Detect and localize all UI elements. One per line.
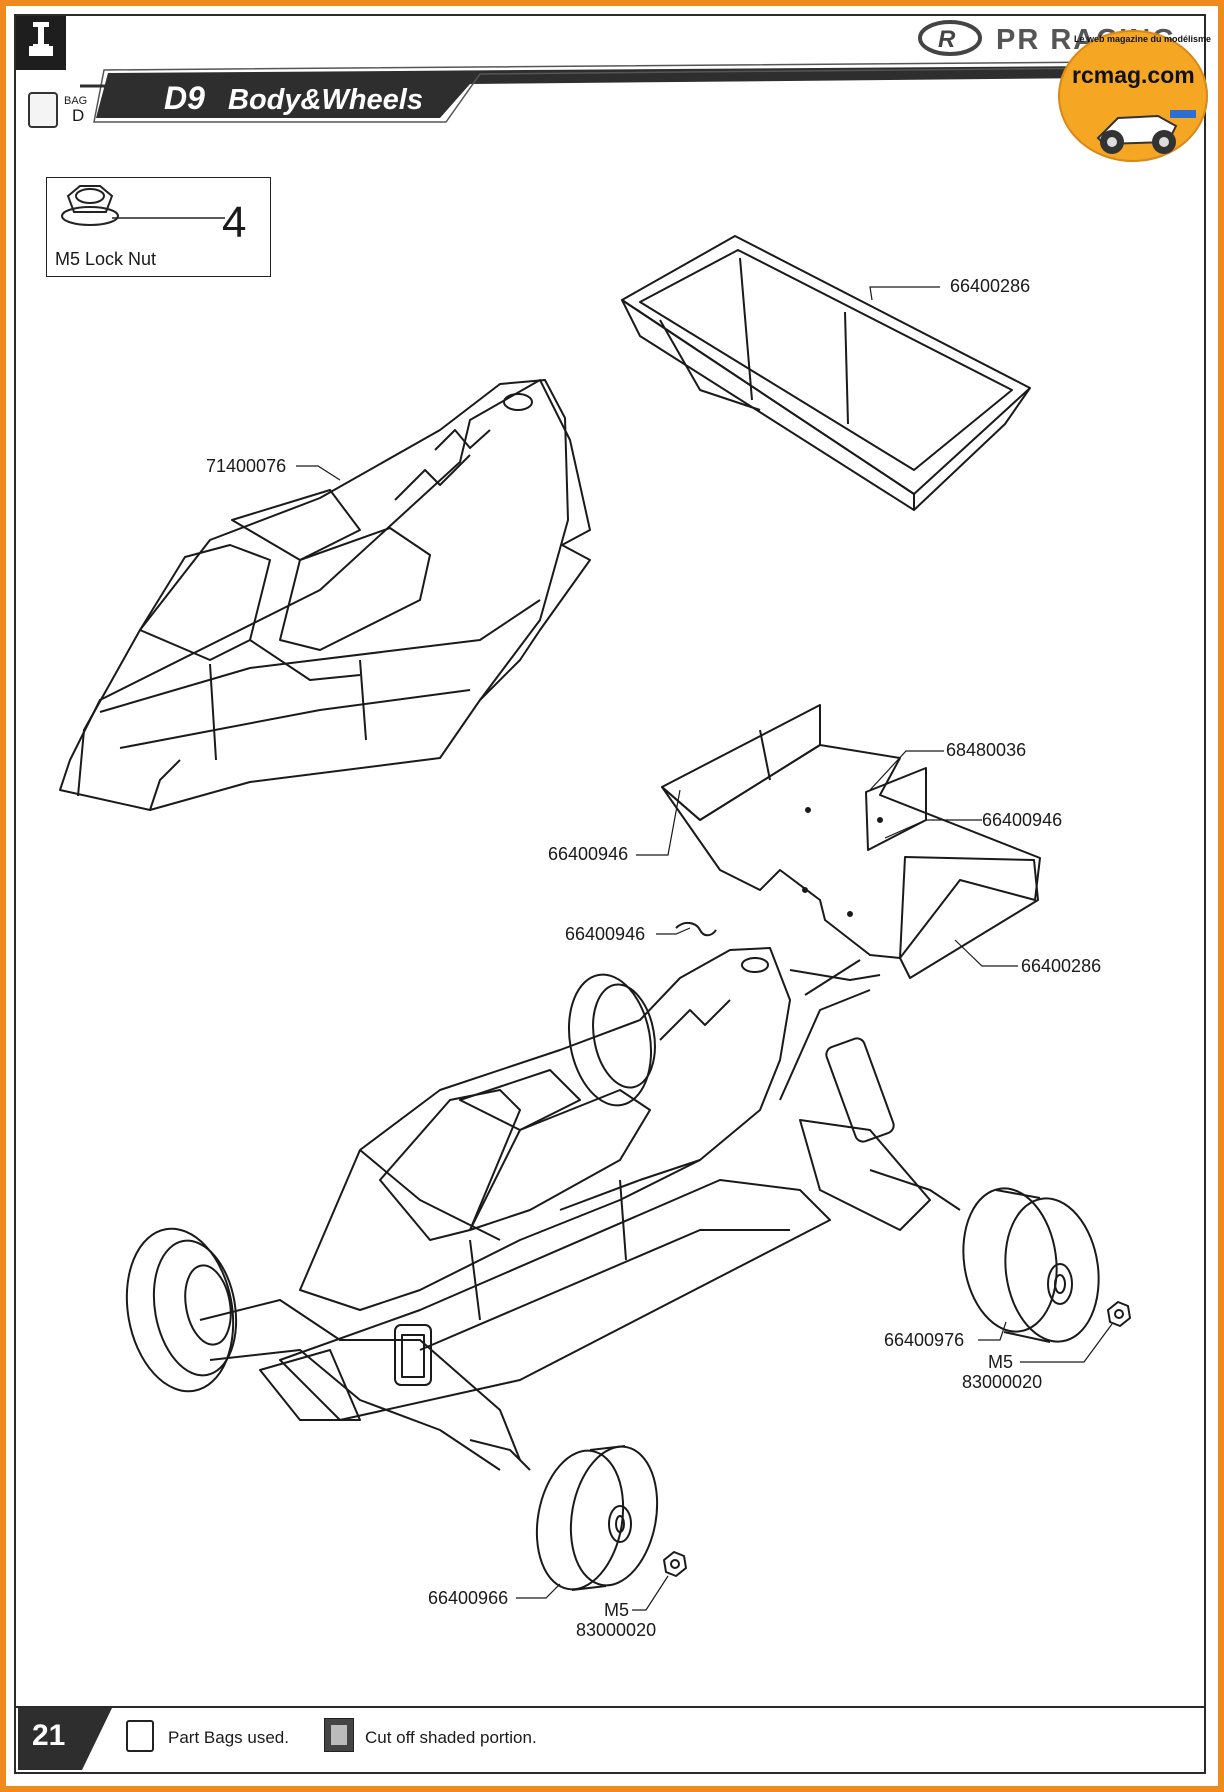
rcmag-watermark [1058,30,1208,162]
legend-cut-icon [324,1718,354,1752]
callout-body-clip: 66400946 [565,924,646,944]
cut-shading [331,1725,347,1745]
top-corner-tab [16,16,66,70]
page-number: 21 [32,1719,66,1752]
callout-body-tray: 66400286 [950,276,1031,296]
page-border [14,14,1206,1774]
callout-rear-nut-part: 83000020 [962,1372,1043,1392]
callout-wing-clip-left: 66400946 [548,844,629,864]
callout-body-shell: 71400076 [206,456,287,476]
callout-wing-clip-right: 66400946 [982,810,1063,830]
callout-wing-mount: 68480036 [946,740,1027,760]
callout-wing: 66400286 [1021,956,1102,976]
section-title: Body&Wheels [228,84,423,116]
bag-letter: D [72,106,85,125]
legend-bag-icon [126,1720,154,1752]
watermark-text: rcmag.com [1072,62,1195,88]
footer-bar [16,1706,1204,1708]
hardware-name: M5 Lock Nut [55,249,157,269]
hardware-box [46,177,271,277]
legend-cut-text: Cut off shaded portion. [365,1728,537,1747]
bag-icon [28,92,58,128]
section-code: D9 [164,80,205,116]
callout-front-nut-size: M5 [604,1600,630,1620]
callout-front-wheel: 66400966 [428,1588,509,1608]
callout-rear-nut-size: M5 [988,1352,1014,1372]
callout-rear-wheel: 66400976 [884,1330,965,1350]
callout-front-nut-part: 83000020 [576,1620,657,1640]
bag-word: BAG [64,95,88,107]
legend-bags-text: Part Bags used. [168,1728,289,1747]
watermark-ring: Le web magazine du modélisme [1074,34,1212,44]
hardware-quantity: 4 [222,198,247,247]
